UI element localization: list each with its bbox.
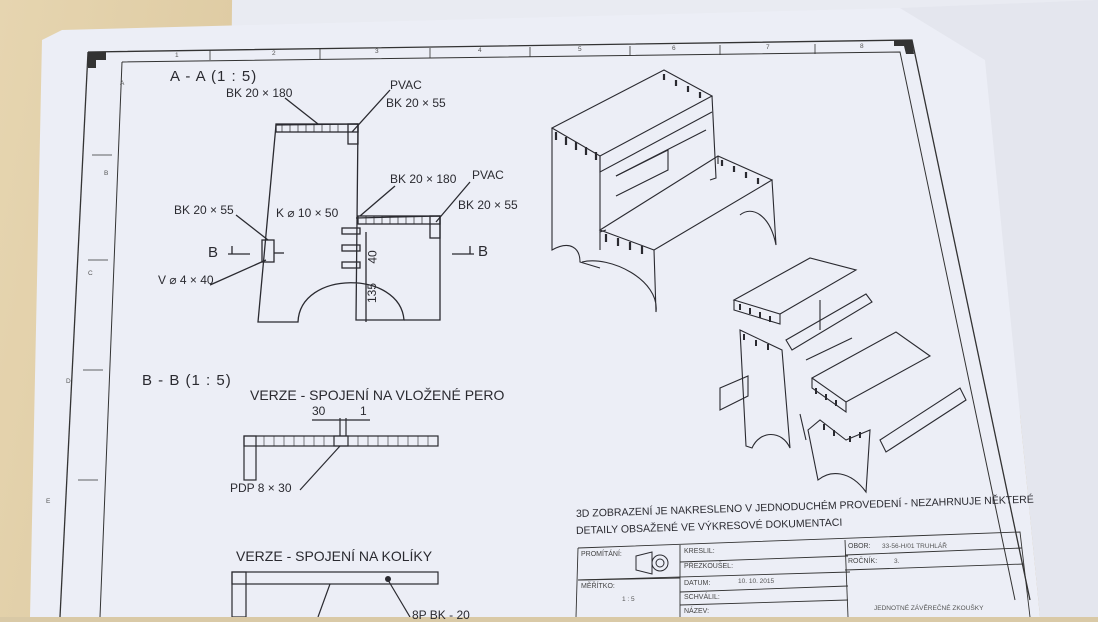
section-bb-drawing (231, 418, 439, 617)
tb-meritko-value: 1 : 5 (622, 596, 635, 603)
label-cut: 8P BK - 20 (412, 608, 470, 622)
label-screw: V ⌀ 4 × 40 (158, 273, 214, 287)
tb-prezkousel: PŘEZKOUŠEL: (684, 563, 734, 570)
finger-joints-top (554, 74, 760, 254)
grid-col-6: 6 (672, 45, 676, 52)
label-bk-top-short: BK 20 × 55 (386, 96, 446, 110)
label-b-left: B (208, 244, 220, 261)
section-bb-title: B - B (1 : 5) (142, 372, 232, 389)
grid-col-8: 8 (860, 43, 864, 50)
grid-row-b: B (104, 170, 109, 177)
tb-zkouska: JEDNOTNÉ ZÁVĚREČNÉ ZKOUŠKY (874, 605, 984, 612)
tb-datum-value: 10. 10. 2015 (738, 578, 775, 585)
tb-promitani: PROMÍTÁNÍ: (581, 551, 622, 558)
label-pvac-mid: PVAC (472, 168, 504, 182)
grid-row-d: D (66, 378, 71, 385)
tb-rocnik: ROČNÍK: (848, 558, 878, 565)
tb-meritko: MĚŘÍTKO: (581, 583, 615, 590)
verze-pero-heading: VERZE - SPOJENÍ NA VLOŽENÉ PERO (250, 387, 505, 403)
tb-obor: OBOR: (848, 543, 871, 550)
grid-col-3: 3 (375, 48, 379, 55)
dimension-40: 40 (365, 250, 380, 264)
finger-joints-exploded (739, 304, 861, 442)
dowel-point (385, 576, 391, 582)
grid-col-1: 1 (175, 52, 179, 59)
label-pdp: PDP 8 × 30 (230, 481, 292, 495)
tb-kreslil: KRESLIL: (684, 548, 715, 555)
tb-obor-value: 33-56-H/01 TRUHLÁŘ (882, 543, 947, 550)
title-block-frame (575, 531, 1031, 617)
dimension-30: 30 (312, 404, 326, 418)
isometric-assembled-stool (550, 69, 777, 313)
label-bk-top-long: BK 20 × 180 (226, 86, 293, 100)
section-aa-title: A - A (1 : 5) (170, 68, 258, 85)
verze-koliky-heading: VERZE - SPOJENÍ NA KOLÍKY (236, 548, 433, 564)
projection-symbol-icon (635, 551, 669, 575)
grid-col-2: 2 (272, 50, 276, 57)
label-b-right: B (478, 243, 490, 260)
dimension-135: 135 (365, 282, 380, 304)
grid-row-c: C (88, 270, 93, 277)
label-dowel: K ⌀ 10 × 50 (276, 206, 339, 220)
grid-row-a: A (120, 80, 125, 87)
edge-ticks (78, 44, 816, 481)
grid-col-7: 7 (766, 44, 770, 51)
tb-nazev: NÁZEV: (684, 608, 710, 615)
isometric-exploded-stool (719, 257, 967, 494)
hatch-lines (281, 124, 423, 224)
grid-row-e: E (46, 498, 51, 505)
paper (30, 8, 1040, 617)
label-bk-left: BK 20 × 55 (174, 203, 234, 217)
label-pvac-top: PVAC (390, 78, 422, 92)
dimension-1: 1 (360, 404, 367, 418)
paper-shadow (900, 0, 1098, 617)
tb-rocnik-value: 3. (894, 558, 900, 565)
tb-schvalil: SCHVÁLIL: (684, 594, 720, 601)
label-bk-mid-short: BK 20 × 55 (458, 198, 518, 212)
corner-mark (88, 52, 106, 68)
tb-datum: DATUM: (684, 580, 711, 587)
label-bk-mid-long: BK 20 × 180 (390, 172, 457, 186)
grid-col-4: 4 (478, 47, 482, 54)
grid-col-5: 5 (578, 46, 582, 53)
